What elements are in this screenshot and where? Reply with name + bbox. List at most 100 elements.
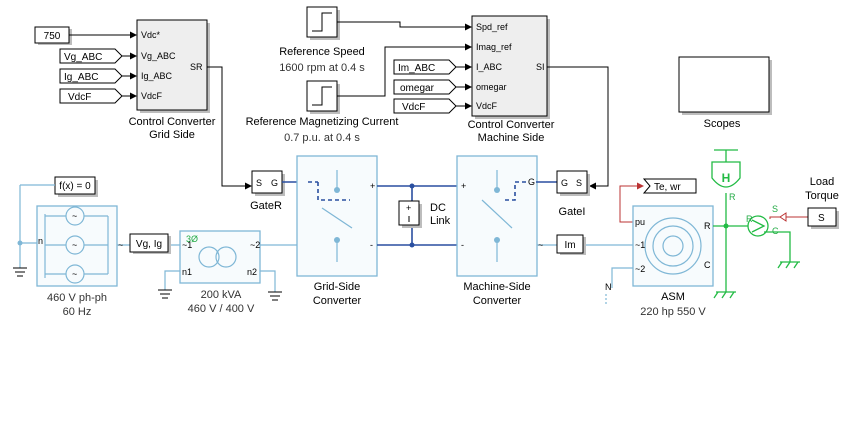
transformer-symbol: 3Ø	[186, 234, 198, 244]
svg-text:-: -	[370, 240, 373, 250]
control-converter-grid-side[interactable]: Vdc* Vg_ABC Ig_ABC VdcF SR Control Conve…	[129, 19, 216, 141]
reference-speed-title: Reference Speed	[279, 46, 365, 58]
control-converter-machine-side[interactable]: Spd_ref Imag_ref I_ABC omegar VdcF SI Co…	[468, 15, 555, 144]
torque-port-c: C	[772, 226, 779, 236]
im-label: Im	[564, 240, 575, 251]
torque-port-r: R	[746, 214, 753, 224]
from-tag-vdcf-machine-label: VdcF	[402, 102, 425, 113]
gatei-block[interactable]: G S GateI	[556, 170, 590, 218]
svg-text:~: ~	[118, 240, 123, 250]
asm-rating: 220 hp 550 V	[640, 306, 706, 318]
im-measurement[interactable]: Im	[556, 234, 586, 255]
goto-te-wr[interactable]: Te, wr	[642, 178, 697, 194]
transformer-rating-1: 200 kVA	[201, 289, 242, 301]
source-label-1: 460 V ph-ph	[47, 292, 107, 304]
grid-side-converter[interactable]: + - Grid-Side Converter	[296, 155, 378, 307]
port-sr: SR	[190, 62, 203, 72]
machine-converter-title-2: Converter	[473, 295, 522, 307]
from-tag-ig-abc-label: Ig_ABC	[64, 72, 98, 83]
machine-converter-title-1: Machine-Side	[463, 281, 530, 293]
torque-port-s: S	[772, 204, 778, 214]
gater-title: GateR	[250, 200, 282, 212]
control-grid-title-2: Grid Side	[149, 129, 195, 141]
reference-mag-title: Reference Magnetizing Current	[246, 116, 399, 128]
gater-port-g: G	[271, 178, 278, 188]
port-omegar: omegar	[476, 82, 507, 92]
source-port-n: n	[38, 236, 43, 246]
asm-port-1: ~1	[635, 240, 645, 250]
scopes-block[interactable]: Scopes	[678, 56, 772, 130]
transformer-port-n1: n1	[182, 267, 192, 277]
solver-configuration[interactable]: f(x) = 0	[54, 176, 98, 197]
inertia-h-label: H	[722, 171, 731, 185]
svg-text:~: ~	[72, 240, 77, 250]
scopes-title: Scopes	[704, 118, 741, 130]
port-i-abc: I_ABC	[476, 62, 503, 72]
svg-text:+: +	[461, 181, 466, 191]
gatei-port-g: G	[561, 178, 568, 188]
transformer[interactable]: 3Ø ~1 ~2 n1 n2 200 kVA 460 V / 400 V	[179, 230, 261, 315]
vg-ig-label: Vg, Ig	[136, 239, 162, 250]
port-ig-abc: Ig_ABC	[141, 71, 173, 81]
port-vdcf: VdcF	[141, 91, 163, 101]
reference-mag-current-block[interactable]: Reference Magnetizing Current 0.7 p.u. a…	[246, 80, 399, 144]
transformer-port-1: ~1	[182, 240, 192, 250]
dc-link-label-1: DC	[430, 202, 446, 214]
svg-text:G: G	[528, 177, 535, 187]
from-tag-omegar-label: omegar	[400, 83, 435, 94]
from-tag-vdcf-machine[interactable]: VdcF	[393, 98, 457, 114]
from-tag-vdcf-grid[interactable]: VdcF	[59, 88, 123, 104]
load-torque-block: S	[818, 213, 825, 224]
port-vdcf-machine: VdcF	[476, 101, 498, 111]
three-phase-source[interactable]: ~ ~ ~ n 460 V ph-ph 60 Hz	[36, 205, 118, 318]
svg-text:~: ~	[538, 240, 543, 250]
reference-mag-subtitle: 0.7 p.u. at 0.4 s	[284, 132, 360, 144]
port-vg-abc: Vg_ABC	[141, 51, 176, 61]
inertia-port-r: R	[729, 192, 736, 202]
source-label-2: 60 Hz	[63, 306, 92, 318]
from-tag-omegar[interactable]: omegar	[393, 79, 457, 95]
load-torque-title-1: Load	[810, 176, 834, 188]
constant-value: 750	[44, 31, 61, 42]
asm-port-c: C	[704, 260, 711, 270]
gatei-port-s: S	[576, 178, 582, 188]
dc-link[interactable]: + DC Link	[398, 200, 451, 228]
svg-text:+: +	[370, 181, 375, 191]
reference-speed-subtitle: 1600 rpm at 0.4 s	[279, 62, 365, 74]
machine-side-converter[interactable]: + - Machine-Side Converter	[456, 155, 538, 307]
from-tag-vdcf-grid-label: VdcF	[68, 92, 91, 103]
reference-speed-block[interactable]: Reference Speed 1600 rpm at 0.4 s	[279, 6, 365, 74]
asm-port-pu: pu	[635, 217, 645, 227]
port-imag-ref: Imag_ref	[476, 42, 512, 52]
gater-port-s: S	[256, 178, 262, 188]
transformer-port-n2: n2	[247, 267, 257, 277]
from-tag-ig-abc[interactable]: Ig_ABC	[59, 68, 123, 84]
svg-text:~: ~	[72, 211, 77, 221]
from-tag-im-abc-label: Im_ABC	[398, 63, 435, 74]
vg-ig-measurement[interactable]: Vg, Ig	[129, 233, 171, 254]
transformer-rating-2: 460 V / 400 V	[188, 303, 255, 315]
gater-block[interactable]: S G GateR	[250, 170, 285, 212]
grid-converter-title-2: Converter	[313, 295, 362, 307]
svg-text:~: ~	[72, 269, 77, 279]
load-torque-source[interactable]: S Load Torque	[805, 176, 839, 229]
from-tag-im-abc[interactable]: Im_ABC	[393, 59, 457, 75]
asm-port-2: ~2	[635, 264, 645, 274]
constant-750[interactable]: 750	[34, 26, 72, 45]
transformer-port-2: ~2	[250, 240, 260, 250]
asm-port-r: R	[704, 221, 711, 231]
port-spd-ref: Spd_ref	[476, 22, 508, 32]
svg-text:+: +	[406, 203, 411, 213]
grid-converter-title-1: Grid-Side	[314, 281, 360, 293]
from-tag-vg-abc[interactable]: Vg_ABC	[59, 48, 123, 64]
inertia-block[interactable]: H R	[711, 149, 741, 202]
ideal-torque-source[interactable]: R S C	[746, 204, 779, 237]
ground-source	[13, 184, 55, 277]
control-machine-title-1: Control Converter	[468, 119, 555, 131]
gatei-title: GateI	[559, 206, 586, 218]
port-si: SI	[536, 62, 545, 72]
dc-link-label-2: Link	[430, 215, 451, 227]
svg-text:N: N	[605, 282, 612, 292]
asm-machine[interactable]: pu ~1 ~2 R C ASM 220 hp 550 V	[632, 205, 714, 318]
